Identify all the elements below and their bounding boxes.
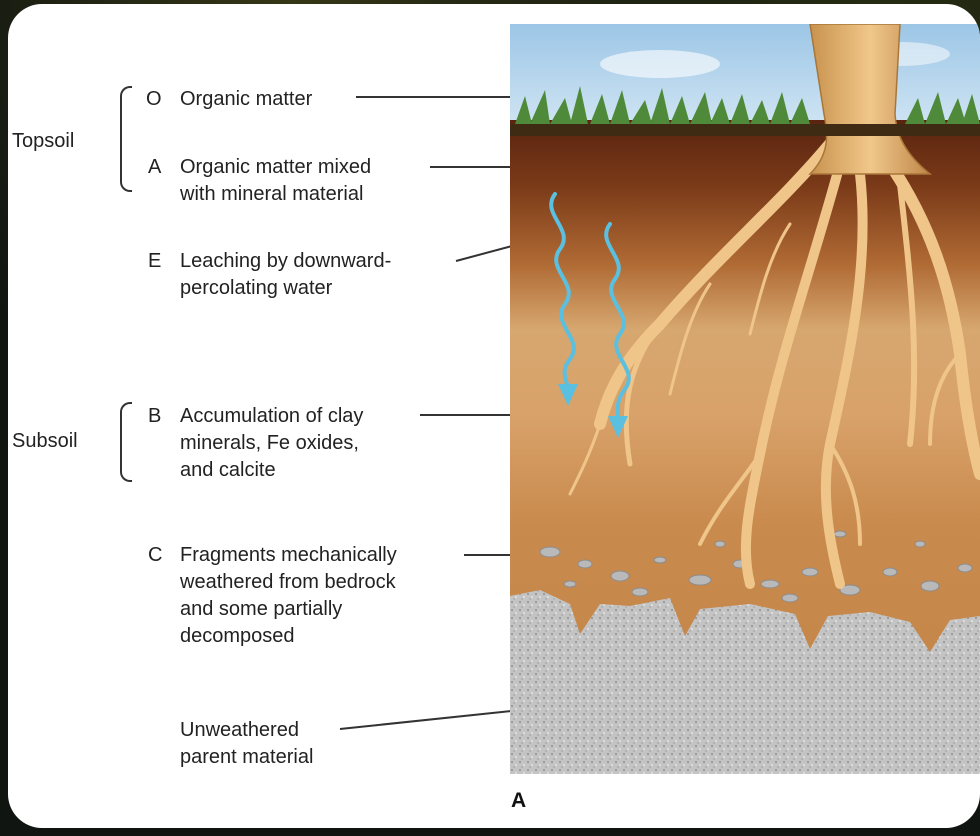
- horizon-a-description: Organic matter mixed with mineral materi…: [180, 154, 371, 208]
- leader-line-parent: [340, 707, 537, 730]
- horizon-e-description: Leaching by downward- percolating water: [180, 248, 391, 302]
- topsoil-label: Topsoil: [12, 128, 74, 155]
- soil-profile-illustration: [510, 24, 980, 774]
- leader-line-a: [430, 166, 518, 168]
- horizon-letter-c: C: [148, 542, 162, 569]
- horizon-letter-a: A: [148, 154, 161, 181]
- horizon-b-description: Accumulation of clay minerals, Fe oxides…: [180, 403, 363, 484]
- horizon-letter-b: B: [148, 403, 161, 430]
- leader-line-o: [356, 96, 532, 98]
- subsoil-label: Subsoil: [12, 428, 78, 455]
- figure-label: A: [511, 789, 526, 813]
- diagram-card: Topsoil Subsoil O A E B C Organic matter…: [8, 4, 980, 828]
- horizon-letter-e: E: [148, 248, 161, 275]
- topsoil-brace: [120, 86, 132, 192]
- horizon-c-description: Fragments mechanically weathered from be…: [180, 542, 397, 650]
- parent-material-description: Unweathered parent material: [180, 717, 313, 771]
- horizon-o-description: Organic matter: [180, 86, 312, 113]
- horizon-letter-o: O: [146, 86, 162, 113]
- subsoil-brace: [120, 402, 132, 482]
